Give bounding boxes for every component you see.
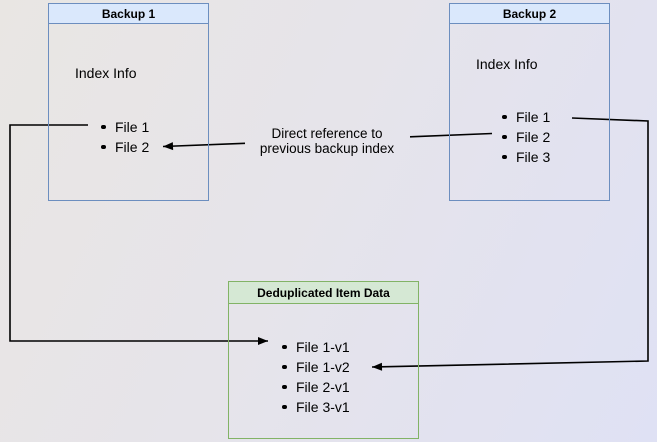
backup2-index-info-label: Index Info bbox=[476, 56, 538, 72]
connector-backup1-file1-to-dedup-file1v1 bbox=[9, 124, 268, 345]
file-item: File 1 bbox=[501, 107, 550, 127]
backup2-title: Backup 2 bbox=[450, 4, 609, 24]
connector-backup2-file1-to-dedup-file1v2 bbox=[371, 117, 649, 371]
connector-direct-reference-segment-left bbox=[162, 142, 246, 151]
file-item: File 2-v1 bbox=[281, 377, 350, 397]
file-item: File 1 bbox=[100, 117, 149, 137]
direct-reference-label-line2: previous backup index bbox=[259, 141, 395, 156]
backup1-title: Backup 1 bbox=[49, 4, 208, 24]
dedup-file-list: File 1-v1 File 1-v2 File 2-v1 File 3-v1 bbox=[281, 337, 350, 417]
backup1-file-list: File 1 File 2 bbox=[100, 117, 149, 157]
file-item: File 1-v2 bbox=[281, 357, 350, 377]
backup2-box: Backup 2 Index Info File 1 File 2 File 3 bbox=[449, 3, 610, 201]
backup2-file-list: File 1 File 2 File 3 bbox=[501, 107, 550, 167]
file-item: File 1-v1 bbox=[281, 337, 350, 357]
file-item: File 3 bbox=[501, 147, 550, 167]
dedup-title: Deduplicated Item Data bbox=[229, 282, 418, 304]
direct-reference-label: Direct reference to previous backup inde… bbox=[241, 126, 413, 156]
backup1-index-info-label: Index Info bbox=[75, 65, 137, 81]
direct-reference-label-line1: Direct reference to bbox=[271, 126, 383, 141]
file-item: File 2 bbox=[501, 127, 550, 147]
connector-direct-reference-segment-right bbox=[409, 132, 493, 138]
deduplicated-item-data-box: Deduplicated Item Data File 1-v1 File 1-… bbox=[228, 281, 419, 439]
backup1-box: Backup 1 Index Info File 1 File 2 bbox=[48, 3, 209, 201]
file-item: File 2 bbox=[100, 137, 149, 157]
file-item: File 3-v1 bbox=[281, 397, 350, 417]
